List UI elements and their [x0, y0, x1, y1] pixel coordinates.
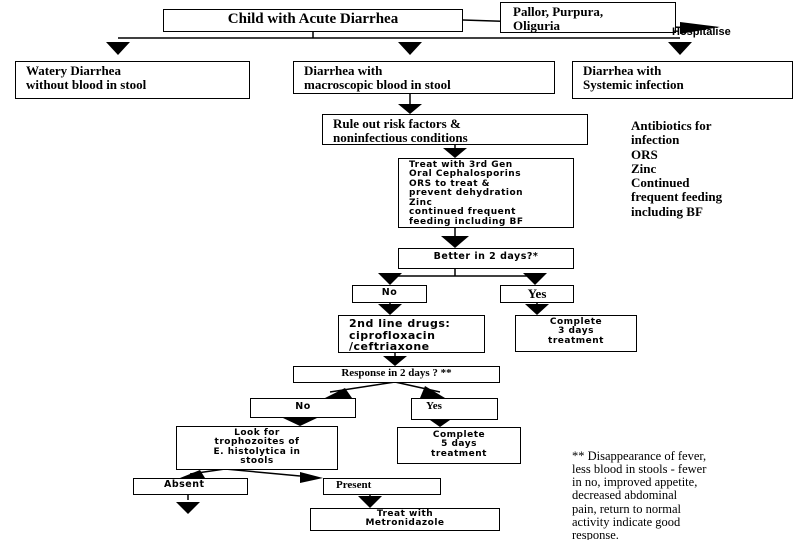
node-no-2: No	[250, 398, 356, 418]
hospitalise-arrow	[680, 22, 720, 34]
node-watery: Watery Diarrhea without blood in stool	[15, 61, 250, 99]
node-root: Child with Acute Diarrhea	[163, 9, 463, 32]
node-rule-out: Rule out risk factors & noninfectious co…	[322, 114, 588, 145]
node-better: Better in 2 days?*	[398, 248, 574, 269]
node-present: Present	[323, 478, 441, 495]
node-pallor: Pallor, Purpura, Oliguria	[500, 2, 676, 33]
footnote: ** Disappearance of fever, less blood in…	[572, 449, 707, 540]
node-response: Response in 2 days ? **	[293, 366, 500, 383]
node-metronidazole: Treat with Metronidazole	[310, 508, 500, 531]
node-treat: Treat with 3rd Gen Oral Cephalosporins O…	[398, 158, 574, 228]
node-systemic: Diarrhea with Systemic infection	[572, 61, 793, 99]
node-look-for: Look for trophozoites of E. histolytica …	[176, 426, 338, 470]
node-bloody: Diarrhea with macroscopic blood in stool	[293, 61, 555, 94]
node-complete-3: Complete 3 days treatment	[515, 315, 637, 352]
node-complete-5: Complete 5 days treatment	[397, 427, 521, 464]
node-no-1: No	[352, 285, 427, 303]
node-yes-1: Yes	[500, 285, 574, 303]
node-second-line: 2nd line drugs: ciprofloxacin /ceftriaxo…	[338, 315, 485, 353]
hospitalise-label: Hospitalise	[672, 26, 731, 38]
node-antibiotics: Antibiotics for infection ORS Zinc Conti…	[621, 117, 785, 218]
node-yes-2: Yes	[411, 398, 498, 420]
node-absent: Absent	[133, 478, 248, 495]
